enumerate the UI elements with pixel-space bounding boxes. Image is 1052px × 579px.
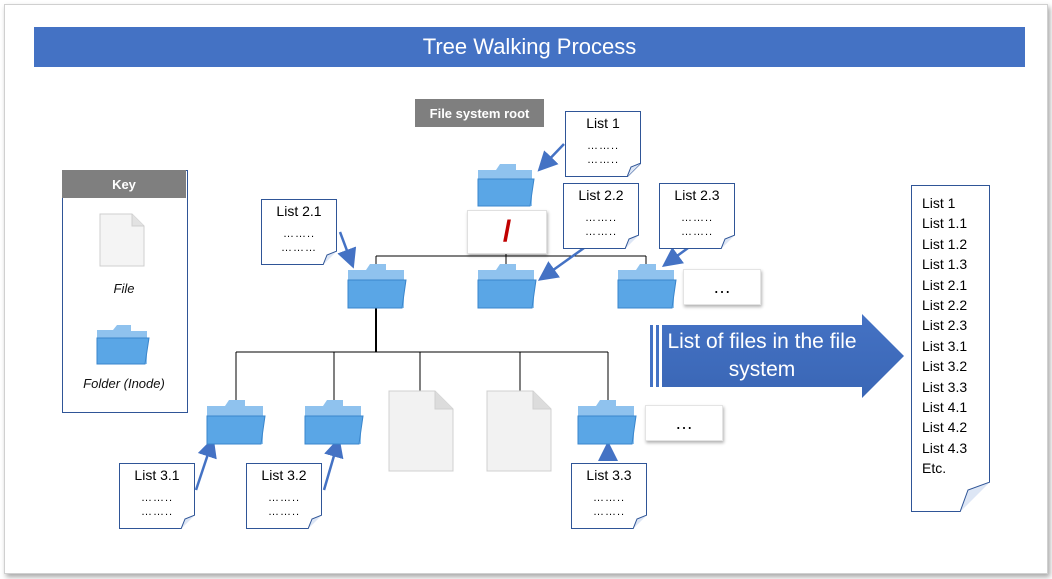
note-title: List 3.3 (586, 467, 632, 483)
note-title: List 2.2 (578, 187, 624, 203)
file-list-item: List 1.2 (922, 235, 968, 252)
note-fold-corner (323, 251, 337, 265)
folder-icon (576, 398, 638, 451)
note-dots: …….. (592, 492, 626, 504)
folder-icon (346, 262, 408, 315)
folder-icon (303, 398, 365, 451)
folder-icon (476, 262, 538, 315)
file-list-item: List 3.2 (922, 358, 968, 375)
folder-icon (205, 398, 267, 451)
note-list-3-2: List 3.2 …….. …….. (246, 463, 322, 529)
note-fold-corner (627, 163, 641, 177)
file-system-root-label: File system root (415, 99, 544, 127)
list-of-files-arrow-label: List of files in the file system (667, 330, 857, 381)
root-slash-box: / (467, 210, 547, 254)
note-dots: …….. (584, 226, 618, 238)
note-fold-corner (625, 235, 639, 249)
ellipsis-box-lower: … (645, 405, 723, 441)
note-title: List 2.1 (276, 203, 322, 219)
file-icon (98, 212, 146, 273)
note-list-3-1: List 3.1 …….. …….. (119, 463, 195, 529)
ellipsis-box-upper: … (683, 269, 761, 305)
note-list-1: List 1 …….. …….. (565, 111, 641, 177)
file-list-item: List 1.1 (922, 215, 968, 232)
note-dots: …….. (282, 228, 316, 240)
note-title: List 1 (586, 115, 620, 131)
note-dots: …….. (586, 140, 620, 152)
note-fold-corner (181, 515, 195, 529)
file-icon (386, 388, 458, 479)
file-list-item: Etc. (922, 460, 947, 477)
file-list-item: List 3.1 (922, 337, 968, 354)
note-dots: …….. (680, 212, 714, 224)
key-folder-label: Folder (Inode) (83, 376, 165, 391)
big-arrow-shape (650, 314, 904, 398)
key-box (62, 170, 188, 413)
note-list-2-3: List 2.3 …….. …….. (659, 183, 735, 249)
file-icon (484, 388, 556, 479)
note-list-2-1: List 2.1 …….. ……… (261, 199, 337, 265)
note-title: List 3.1 (134, 467, 180, 483)
note-dots: …….. (586, 154, 620, 166)
key-file-label: File (113, 281, 135, 296)
folder-icon (476, 162, 536, 213)
folder-icon (95, 322, 151, 371)
note-list-2-2: List 2.2 …….. …….. (563, 183, 639, 249)
note-dots: …….. (584, 212, 618, 224)
file-list-item: List 2.1 (922, 276, 968, 293)
file-list-item: List 4.1 (922, 399, 968, 416)
file-list-item: List 1 (922, 195, 956, 211)
note-dots: …….. (267, 492, 301, 504)
note-title: List 3.2 (261, 467, 307, 483)
note-list-3-3: List 3.3 …….. …….. (571, 463, 647, 529)
key-title: Key (62, 170, 186, 198)
note-dots: …….. (680, 226, 714, 238)
file-list-document: List 1 List 1.1 List 1.2 List 1.3 List 2… (911, 185, 990, 512)
file-list-item: List 2.2 (922, 297, 968, 314)
note-dots: …….. (592, 506, 626, 518)
root-slash-symbol: / (502, 215, 512, 248)
diagram-title: Tree Walking Process (34, 27, 1025, 67)
note-dots: …….. (267, 506, 301, 518)
note-fold-corner (960, 482, 990, 512)
file-list-item: List 4.3 (922, 439, 968, 456)
note-title: List 2.3 (674, 187, 720, 203)
file-list-item: List 4.2 (922, 419, 968, 436)
note-fold-corner (721, 235, 735, 249)
note-fold-corner (633, 515, 647, 529)
note-fold-corner (308, 515, 322, 529)
note-dots: …….. (140, 506, 174, 518)
file-list-item: List 1.3 (922, 256, 968, 273)
file-list-item: List 3.3 (922, 378, 968, 395)
file-list-item: List 2.3 (922, 317, 968, 334)
note-dots: …….. (140, 492, 174, 504)
note-dots: ……… (281, 242, 317, 254)
folder-icon (616, 262, 678, 315)
